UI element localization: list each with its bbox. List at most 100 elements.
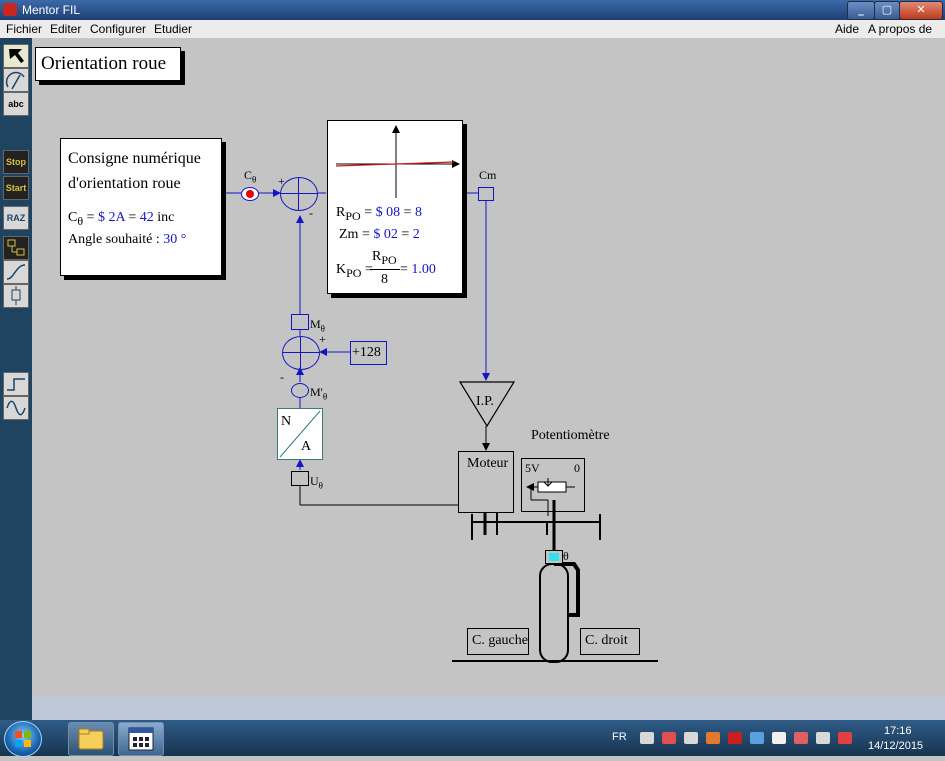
- moteur-label: Moteur: [467, 456, 509, 471]
- po-sub: PO: [381, 252, 397, 267]
- pointer-icon: [9, 49, 24, 63]
- m-theta-node[interactable]: [291, 314, 309, 330]
- m-label: M: [310, 317, 321, 331]
- volume-icon[interactable]: [816, 732, 830, 744]
- app-window-icon: [128, 727, 154, 751]
- cm-label: Cm: [479, 168, 497, 182]
- capteur-droit-label: C. droit: [585, 633, 628, 648]
- block-diagram-icon: [7, 239, 25, 256]
- flag-icon[interactable]: [772, 732, 786, 744]
- offset-value: +128: [352, 345, 381, 360]
- security-icon[interactable]: [794, 732, 808, 744]
- text-tool-button[interactable]: abc: [3, 92, 29, 116]
- theta-sub: θ: [320, 323, 325, 334]
- pointer-tool-button[interactable]: [3, 44, 29, 68]
- alert-icon[interactable]: [838, 732, 852, 744]
- pot-0-label: 0: [574, 461, 580, 475]
- network-icon[interactable]: [640, 732, 654, 744]
- windows-logo-icon: [15, 731, 31, 747]
- m-prime-theta-node[interactable]: [291, 383, 309, 398]
- component-icon: [11, 286, 21, 305]
- consigne-line-2: d'orientation roue: [68, 175, 181, 192]
- eq-sign: =: [360, 205, 376, 220]
- app-tray-icon[interactable]: [706, 732, 720, 744]
- frac-numerator: RPO: [372, 249, 397, 268]
- curve-tool-button[interactable]: [3, 260, 29, 284]
- menu-etudier[interactable]: Etudier: [154, 22, 193, 36]
- theta-sub: θ: [318, 480, 323, 491]
- m-prime-label: M': [310, 385, 323, 399]
- maximize-button[interactable]: ▢: [874, 1, 900, 20]
- probe-tool-button[interactable]: [3, 68, 29, 92]
- eq-sign: =: [400, 262, 412, 277]
- r-label: R: [336, 205, 346, 220]
- sine-signal-icon: [6, 400, 26, 416]
- summer-2-minus: -: [280, 370, 284, 384]
- minimize-button[interactable]: _: [847, 1, 875, 20]
- eq-sign: =: [83, 210, 98, 225]
- na-n-label: N: [281, 414, 292, 429]
- diagram-tool-button[interactable]: [3, 236, 29, 260]
- offset-box[interactable]: +128: [350, 341, 387, 365]
- controller-box: RPO = $ 08 = 8 Zm = $ 02 = 2 KPO = RPO 8…: [327, 120, 463, 294]
- sine-signal-button[interactable]: [3, 396, 29, 420]
- s-curve-icon: [6, 264, 26, 280]
- c-hex-value: $ 2A: [98, 210, 125, 225]
- m-prime-theta-label: M'θ: [310, 385, 327, 401]
- ip-label: I.P.: [476, 394, 494, 409]
- na-converter-block: N A: [277, 408, 323, 460]
- step-signal-button[interactable]: [3, 372, 29, 396]
- schematic-wires: [221, 189, 658, 663]
- angle-value: 30 °: [163, 232, 187, 247]
- u-theta-label: Uθ: [310, 474, 323, 490]
- c-label: C: [68, 210, 78, 225]
- theta-sub: θ: [322, 391, 328, 402]
- u-theta-node[interactable]: [291, 471, 309, 486]
- zm-equation: Zm = $ 02 = 2: [339, 227, 420, 243]
- menu-editer[interactable]: Editer: [50, 22, 82, 36]
- clock-time[interactable]: 17:16: [884, 725, 912, 737]
- ip-amplifier: [458, 381, 516, 428]
- r-label: R: [372, 249, 382, 264]
- printer-icon[interactable]: [684, 732, 698, 744]
- stop-button[interactable]: Stop: [3, 150, 29, 174]
- menu-configurer[interactable]: Configurer: [90, 22, 147, 36]
- raz-button[interactable]: RAZ: [3, 206, 29, 230]
- c-theta-node[interactable]: [241, 187, 259, 201]
- clock-date[interactable]: 14/12/2015: [868, 740, 924, 752]
- consigne-box: Consigne numérique d'orientation roue Cθ…: [60, 138, 222, 276]
- k-label: K: [336, 262, 347, 277]
- theta-sensor-node[interactable]: [545, 550, 563, 564]
- menu-fichier[interactable]: Fichier: [6, 22, 43, 36]
- close-button[interactable]: ✕: [899, 1, 943, 20]
- consigne-line-1: Consigne numérique: [68, 150, 201, 167]
- theta-sub: θ: [77, 213, 84, 228]
- capteur-droit-box: C. droit: [580, 628, 640, 655]
- start-orb-button[interactable]: [4, 721, 42, 757]
- rpo-equation: RPO = $ 08 = 8: [336, 205, 422, 224]
- input-language[interactable]: FR: [612, 731, 627, 743]
- pdf-icon[interactable]: [728, 732, 742, 744]
- c-inc-value: 42: [139, 210, 154, 225]
- zm-value: 2: [412, 227, 420, 242]
- app-icon: [3, 3, 17, 16]
- theta-sensor-label: θ: [563, 549, 569, 563]
- tool-x-icon[interactable]: [662, 732, 676, 744]
- kpo-value: 1.00: [411, 262, 436, 277]
- capteur-gauche-label: C. gauche: [472, 633, 528, 648]
- eq-sign: =: [400, 205, 415, 220]
- step-signal-icon: [7, 378, 25, 391]
- capteur-gauche-box: C. gauche: [467, 628, 529, 655]
- start-button[interactable]: Start: [3, 176, 29, 200]
- pot-5v-label: 5V: [525, 461, 540, 475]
- taskbar-explorer-button[interactable]: [68, 722, 114, 756]
- potentiometre-label: Potentiomètre: [531, 428, 610, 443]
- cm-node[interactable]: [478, 187, 494, 201]
- c-theta-label: Cθ: [244, 168, 256, 184]
- status-strip: [32, 696, 945, 720]
- component-tool-button[interactable]: [3, 284, 29, 308]
- menu-aide[interactable]: Aide: [835, 22, 860, 36]
- taskbar-mentorfil-button[interactable]: [118, 722, 164, 756]
- display-icon[interactable]: [750, 732, 764, 744]
- kpo-result: = 1.00: [400, 262, 436, 278]
